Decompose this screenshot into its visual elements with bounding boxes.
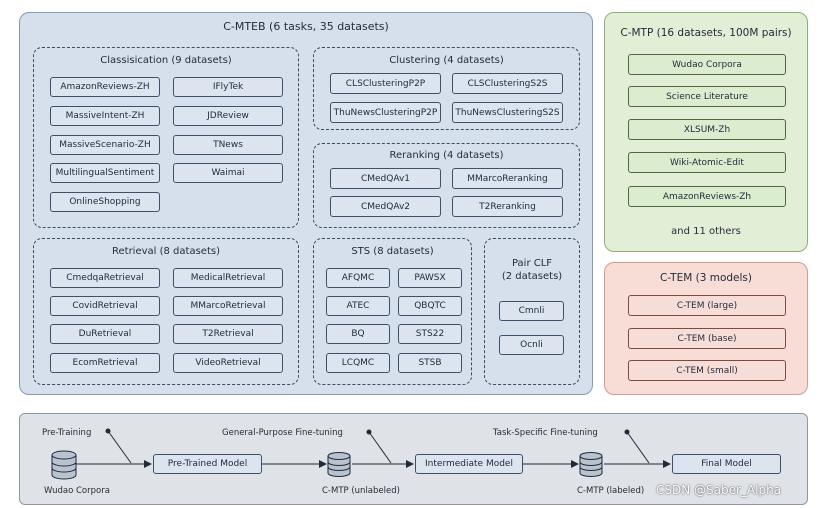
dataset-box: Wiki-Atomic-Edit xyxy=(628,152,786,173)
db-label-cmtp-unlabeled: C-MTP (unlabeled) xyxy=(322,486,400,496)
dataset-box: MMarcoReranking xyxy=(452,168,563,189)
sts-group xyxy=(313,238,472,385)
dataset-box: ATEC xyxy=(326,296,390,316)
dataset-box: Ocnli xyxy=(499,335,564,355)
dataset-box: MMarcoRetrieval xyxy=(173,296,283,316)
dataset-box: ThuNewsClusteringP2P xyxy=(330,102,441,123)
intermediate-model-box: Intermediate Model xyxy=(415,454,523,474)
db-label-wudao: Wudao Corpora xyxy=(44,486,110,496)
dataset-box: CovidRetrieval xyxy=(50,296,160,316)
model-box: C-TEM (base) xyxy=(628,328,786,349)
final-model-box: Final Model xyxy=(672,454,781,474)
dataset-box: PAWSX xyxy=(398,268,462,288)
dataset-box: T2Reranking xyxy=(452,196,563,217)
pointer-dot xyxy=(105,428,111,434)
dataset-box: MultilingualSentiment xyxy=(50,163,160,183)
clustering-title: Clustering (4 datasets) xyxy=(389,55,504,66)
pointer-line xyxy=(626,431,650,464)
ctem-title: C-TEM (3 models) xyxy=(660,272,752,284)
stage-label-general: General-Purpose Fine-tuning xyxy=(222,428,343,438)
database-icon xyxy=(579,452,603,477)
dataset-box: CMedQAv1 xyxy=(330,168,441,189)
db-label-cmtp-labeled: C-MTP (labeled) xyxy=(577,486,645,496)
dataset-box: MassiveIntent-ZH xyxy=(50,106,160,126)
database-icon xyxy=(327,452,351,477)
classification-title: Classisication (9 datasets) xyxy=(100,55,232,66)
dataset-box: IFlyTek xyxy=(173,77,283,97)
reranking-title: Reranking (4 datasets) xyxy=(389,150,504,161)
dataset-box: EcomRetrieval xyxy=(50,353,160,373)
watermark: CSDN @Saber_Alpha xyxy=(656,483,782,497)
cmtp-others: and 11 others xyxy=(671,226,741,237)
dataset-box: MassiveScenario-ZH xyxy=(50,135,160,155)
stage-label-taskspecific: Task-Specific Fine-tuning xyxy=(493,428,598,438)
model-box: C-TEM (small) xyxy=(628,360,786,381)
dataset-box: STSB xyxy=(398,353,462,373)
pointer-line xyxy=(107,430,132,464)
dataset-box: Science Literature xyxy=(628,86,786,107)
dataset-box: LCQMC xyxy=(326,353,390,373)
dataset-box: AFQMC xyxy=(326,268,390,288)
pointer-dot xyxy=(624,429,630,435)
dataset-box: BQ xyxy=(326,324,390,344)
sts-title: STS (8 datasets) xyxy=(351,246,434,257)
dataset-box: DuRetrieval xyxy=(50,324,160,344)
database-icon xyxy=(51,450,77,480)
stage-label-pretraining: Pre-Training xyxy=(42,428,92,438)
dataset-box: Wudao Corpora xyxy=(628,54,786,75)
cmtp-title: C-MTP (16 datasets, 100M pairs) xyxy=(620,27,792,39)
retrieval-title: Retrieval (8 datasets) xyxy=(112,246,220,257)
dataset-box: JDReview xyxy=(173,106,283,126)
dataset-box: XLSUM-Zh xyxy=(628,119,786,140)
pairclf-group xyxy=(484,238,580,385)
dataset-box: CMedQAv2 xyxy=(330,196,441,217)
cmteb-title: C-MTEB (6 tasks, 35 datasets) xyxy=(223,20,389,33)
reranking-group xyxy=(313,143,580,228)
dataset-box: QBQTC xyxy=(398,296,462,316)
clustering-group xyxy=(313,47,580,130)
pointer-line xyxy=(368,431,392,464)
pointer-dot xyxy=(366,429,372,435)
dataset-box: Waimai xyxy=(173,163,283,183)
dataset-box: CLSClusteringP2P xyxy=(330,73,441,94)
dataset-box: OnlineShopping xyxy=(50,192,160,212)
dataset-box: AmazonReviews-ZH xyxy=(50,77,160,97)
dataset-box: Cmnli xyxy=(499,301,564,321)
classification-group xyxy=(33,47,299,228)
retrieval-group xyxy=(33,238,299,385)
dataset-box: T2Retrieval xyxy=(173,324,283,344)
dataset-box: STS22 xyxy=(398,324,462,344)
pretrained-model-box: Pre-Trained Model xyxy=(153,454,262,474)
dataset-box: TNews xyxy=(173,135,283,155)
dataset-box: CmedqaRetrieval xyxy=(50,268,160,288)
dataset-box: MedicalRetrieval xyxy=(173,268,283,288)
pairclf-title-line1: Pair CLF xyxy=(511,258,553,269)
dataset-box: AmazonReviews-Zh xyxy=(628,186,786,207)
dataset-box: VideoRetrieval xyxy=(173,353,283,373)
pairclf-title-line2: (2 datasets) xyxy=(501,271,563,282)
dataset-box: ThuNewsClusteringS2S xyxy=(452,102,563,123)
model-box: C-TEM (large) xyxy=(628,295,786,316)
dataset-box: CLSClusteringS2S xyxy=(452,73,563,94)
